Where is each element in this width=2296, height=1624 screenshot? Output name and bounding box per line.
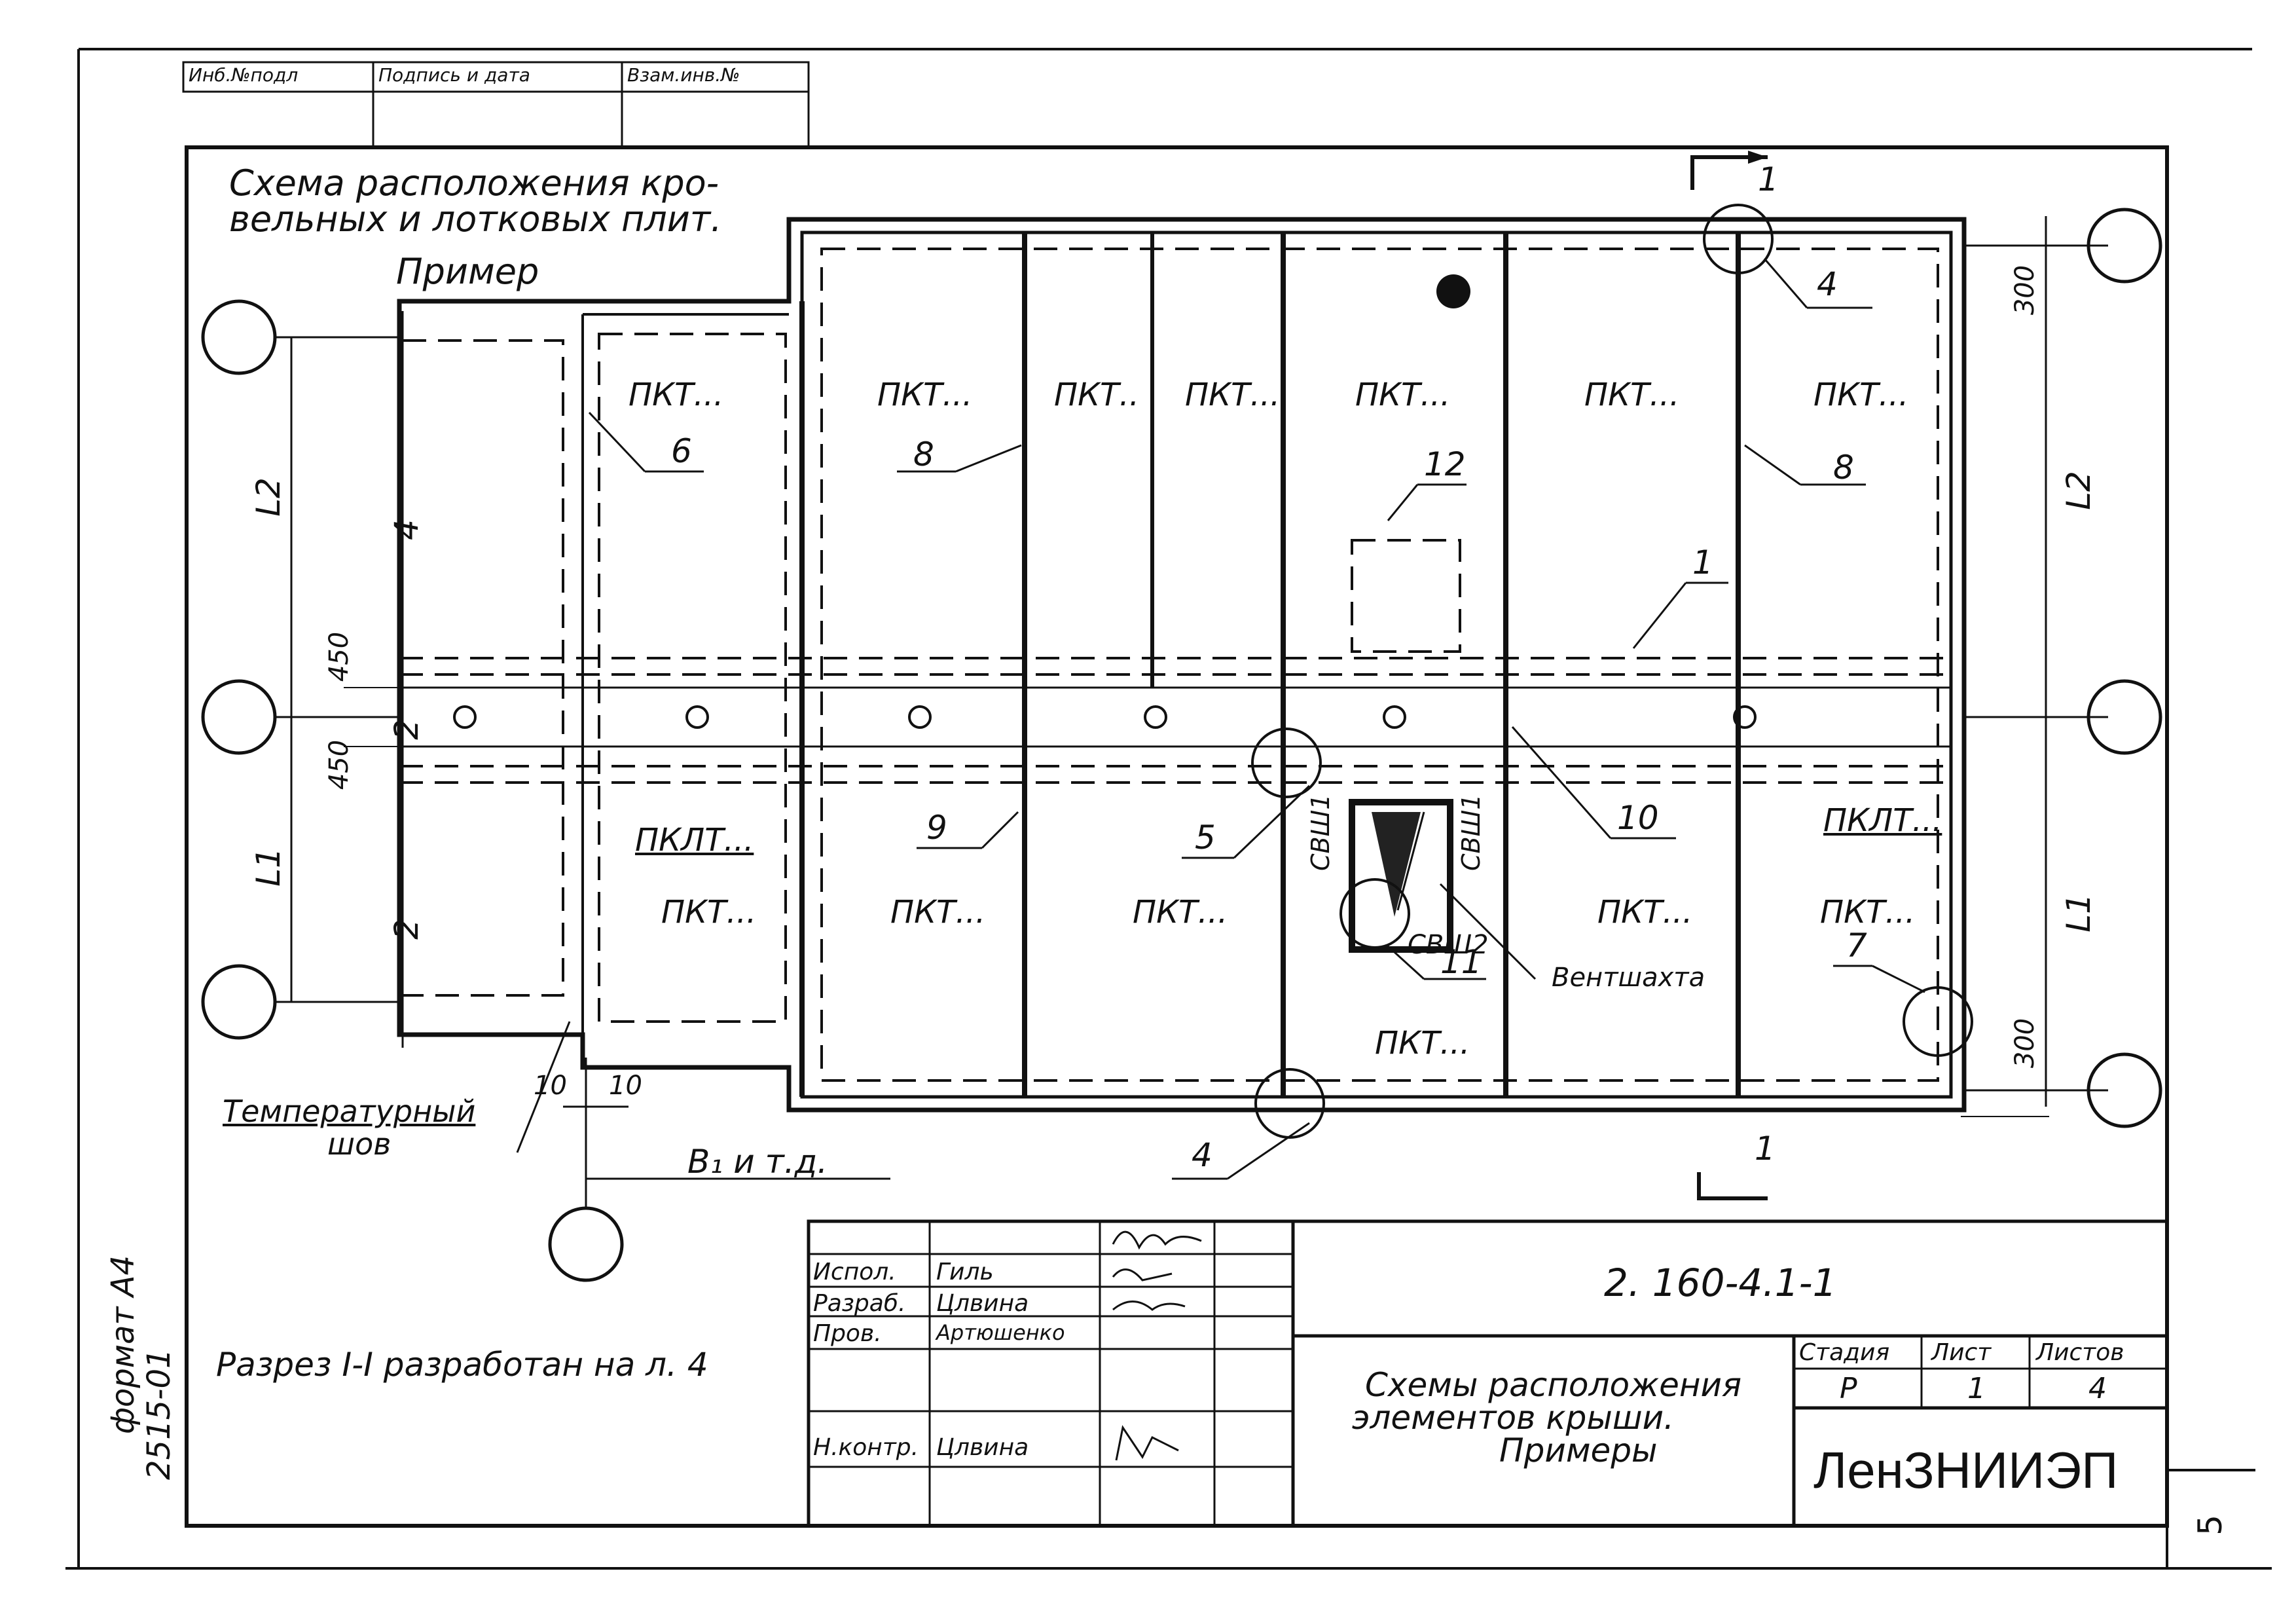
plate-label: ПКТ... — [1375, 1025, 1470, 1061]
callout-8-right: 8 — [1833, 449, 1854, 487]
tb-role: Н.контр. — [813, 1434, 919, 1461]
section-mark: 1 — [1758, 160, 1779, 198]
page-number: 5 — [2191, 1515, 2229, 1536]
interior-walls — [799, 232, 1741, 1097]
doc-code: 2. 160-4.1-1 — [1604, 1261, 1837, 1305]
callout-8-left: 8 — [913, 435, 934, 473]
dim-l1-left: L1 — [249, 847, 287, 887]
signatures — [1112, 1230, 1202, 1461]
dim-bay: 2 — [387, 919, 426, 940]
callout-4-bottom: 4 — [1192, 1136, 1212, 1174]
code-label: 2515-01 — [141, 1348, 177, 1480]
plate-label: ПКТ... — [1597, 894, 1693, 931]
example-label: Пример — [396, 251, 539, 292]
stamp-replace-label: Взам.инв.№ — [627, 64, 740, 86]
plate-label: ПКТ... — [629, 377, 724, 413]
section-cuts — [1690, 151, 1768, 1200]
dim-bay: 4 — [387, 519, 426, 540]
dim-l2-left: L2 — [249, 477, 287, 517]
dim-450: 450 — [324, 739, 355, 790]
format-label: формат А4 — [105, 1255, 141, 1434]
plan-title-line1: Схема расположения кро- — [229, 162, 720, 204]
dim-300: 300 — [2010, 1018, 2041, 1069]
building-outline — [397, 217, 1967, 1113]
shaft-label: СВШ1 — [1457, 794, 1485, 871]
sheet-value: 1 — [1967, 1372, 1986, 1405]
tb-name: Гиль — [936, 1259, 994, 1285]
bay-label: В₁ и т.д. — [687, 1143, 828, 1181]
tb-name: Артюшенко — [936, 1320, 1065, 1345]
dim-450: 450 — [324, 631, 355, 682]
shaft-label: СВШ1 — [1306, 794, 1335, 871]
callout-10: 10 — [1617, 799, 1659, 837]
tb-role: Разраб. — [813, 1290, 906, 1317]
plate-label: ПКТ... — [1813, 377, 1909, 413]
vent-shaft — [1349, 799, 1453, 953]
top-stamp — [182, 61, 810, 147]
plate-label: ПКТ... — [1133, 894, 1228, 931]
dim-l1-right: L1 — [2059, 893, 2098, 932]
sheet-label: Лист — [1931, 1339, 1992, 1366]
grid-axes — [201, 208, 2162, 1282]
sheet-title: Примеры — [1499, 1431, 1658, 1469]
sheet-title: Схемы расположения — [1365, 1366, 1742, 1404]
org-name: ЛенЗНИИЭП — [1813, 1441, 2119, 1499]
dim-l2-right: L2 — [2059, 471, 2098, 510]
callout-4-top: 4 — [1817, 265, 1838, 303]
plate-label: ПКТ... — [1820, 894, 1916, 931]
stage-value: Р — [1840, 1372, 1857, 1405]
callout-9: 9 — [926, 809, 947, 847]
plan-title-line2: вельных и лотковых плит. — [229, 198, 722, 240]
dashed-contour — [403, 248, 1939, 1082]
callout-6: 6 — [671, 432, 692, 470]
dim-300: 300 — [2010, 265, 2041, 316]
shaft-label: СВШ2 — [1408, 930, 1489, 960]
tb-role: Испол. — [813, 1259, 896, 1285]
temp-joint-label: шов — [327, 1126, 392, 1162]
sheets-label: Листов — [2036, 1339, 2124, 1366]
plate-label: ПКТ... — [877, 377, 973, 413]
callout-11: 11 — [1440, 943, 1482, 981]
callout-1: 1 — [1692, 544, 1713, 581]
callout-12: 12 — [1424, 445, 1466, 483]
sheet-title: элементов крыши. — [1352, 1399, 1674, 1437]
downspouts — [453, 274, 1757, 729]
gutter-band — [399, 657, 1951, 784]
leaders — [516, 258, 1925, 1180]
sheets-value: 4 — [2088, 1372, 2107, 1405]
tb-name: Цлвина — [936, 1290, 1029, 1317]
temp-joint-label: Температурный — [223, 1094, 476, 1129]
title-block-grid — [807, 1219, 2169, 1528]
plate-label: ПКТ... — [890, 894, 986, 931]
vent-shaft-label: Вентшахта — [1552, 963, 1705, 993]
dim-10: 10 — [534, 1071, 567, 1101]
gutter-plate-label: ПКЛТ... — [635, 822, 754, 858]
callout-5: 5 — [1195, 819, 1216, 857]
plate-label: ПКТ.. — [1054, 377, 1140, 413]
dim-10: 10 — [609, 1071, 642, 1101]
tb-name: Цлвина — [936, 1434, 1029, 1461]
section-mark: 1 — [1755, 1130, 1776, 1168]
plate-label: ПКТ... — [661, 894, 757, 931]
callout-7: 7 — [1846, 927, 1867, 965]
stage-label: Стадия — [1799, 1339, 1890, 1366]
plate-label: ПКТ... — [1355, 377, 1451, 413]
dim-bay: 2 — [387, 719, 426, 740]
section-note: Разрез I-I разработан на л. 4 — [216, 1346, 708, 1384]
dimension-lines — [290, 216, 2049, 1180]
stamp-inv-label: Инб.№подл — [189, 64, 299, 86]
stamp-signature-label: Подпись и дата — [378, 64, 530, 86]
detail-circles — [1251, 204, 1973, 1139]
gutter-plate-label: ПКЛТ... — [1823, 802, 1942, 839]
tb-role: Пров. — [813, 1320, 882, 1347]
plate-label: ПКТ... — [1584, 377, 1680, 413]
plate-label: ПКТ... — [1185, 377, 1281, 413]
